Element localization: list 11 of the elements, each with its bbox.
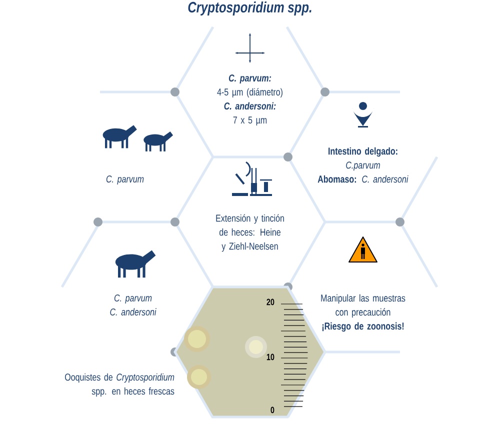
scale-number: 10 [266,354,274,360]
title: Cryptosporidium spp. [188,2,312,16]
scale-number: 20 [266,298,274,306]
scale-number: 0 [270,406,274,414]
hexagon-text: C. parvum [106,175,144,185]
hexagon-text: C. parvum C. andersoni [110,294,156,316]
hexagon-text: Extensión y tinción de heces: Heine y Ziehl-Neelsen [216,214,284,252]
hexagon-text: Manipular las muestras con precaución ¡Riesgo de zoonosis! [321,294,406,332]
picture-caption: Ooquistes de Cryptosporidium spp. en heces frescas [65,373,174,397]
hexagon-text: Intestino delgado: C.parvum Abomaso: C. andersoni [318,147,408,183]
hexagon-text: C. parvum: 4-5 µm (diámetro) C. andersoni: 7 x 5 µm [217,74,282,126]
